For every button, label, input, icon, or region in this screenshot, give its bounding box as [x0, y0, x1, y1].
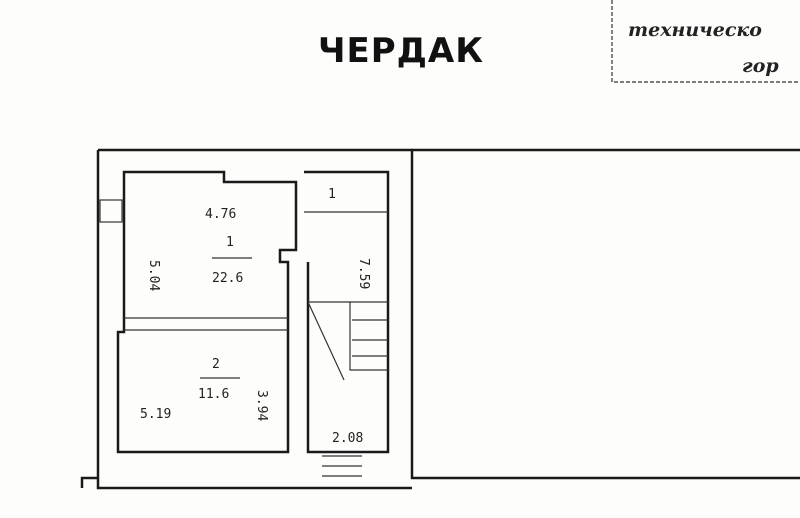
stair-width: 2.08 — [332, 431, 363, 446]
room-2-number: 2 — [212, 357, 220, 372]
stair-length: 7.59 — [356, 258, 371, 289]
room-1-number: 1 — [226, 235, 234, 250]
note-line-2: гор — [742, 55, 779, 77]
note-box: техническо гор — [611, 0, 800, 83]
plan-title: ЧЕРДАК — [318, 31, 484, 71]
stair-number: 1 — [328, 187, 336, 202]
room-1-width: 4.76 — [205, 207, 236, 222]
room-2-area: 11.6 — [198, 387, 229, 402]
note-line-1: техническо — [628, 19, 762, 41]
room-2-length: 3.94 — [254, 390, 269, 421]
room-2-width: 5.19 — [140, 407, 171, 422]
room-1-length: 5.04 — [146, 260, 161, 291]
room-1-area: 22.6 — [212, 271, 243, 286]
walls — [80, 148, 800, 490]
